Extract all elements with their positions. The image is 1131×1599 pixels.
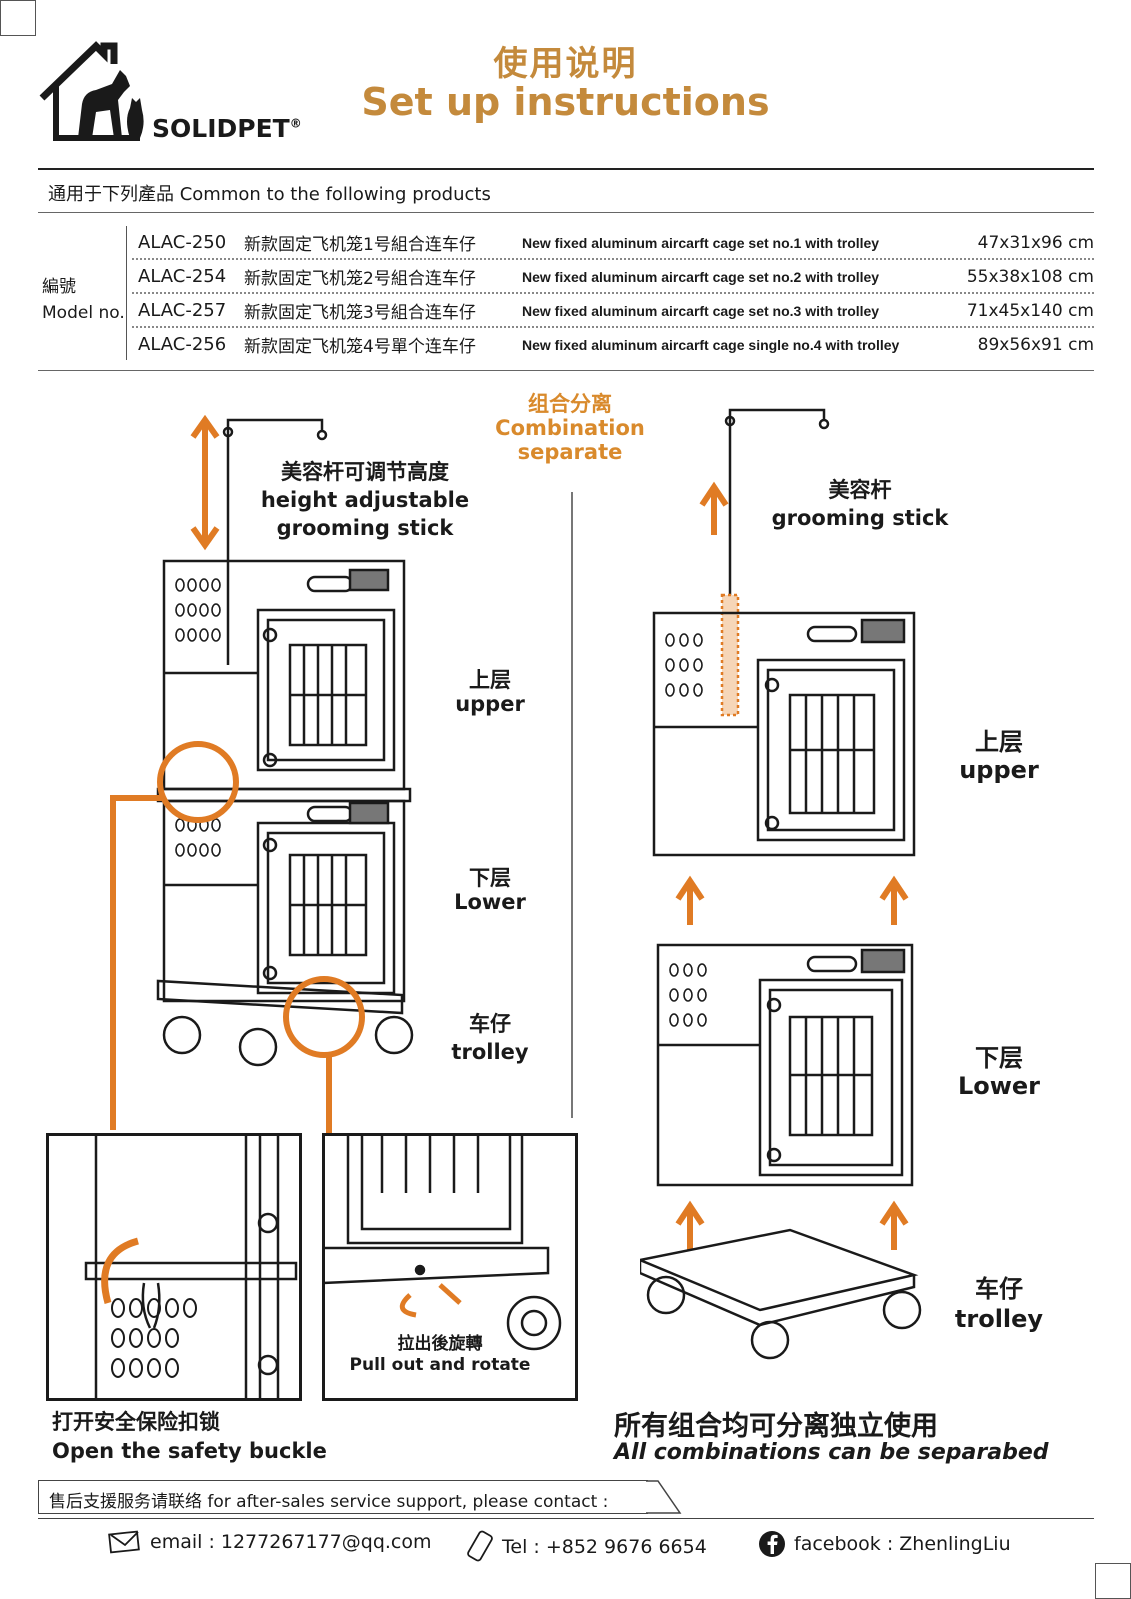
divider <box>38 1518 1094 1519</box>
product-name-en: New fixed aluminum aircarft cage set no.… <box>522 302 880 319</box>
contact-box-tab <box>646 1480 682 1514</box>
table-row: ALAC-250 新款固定飞机笼1号組合连车仔 New fixed alumin… <box>138 226 1094 259</box>
product-size: 89x56x91 cm <box>977 334 1094 355</box>
combination-separate-label: 组合分离 Combination separate <box>495 392 645 464</box>
product-name-zh: 新款固定飞机笼4号單个连车仔 <box>244 337 476 357</box>
divider <box>38 370 1094 371</box>
safety-buckle-detail <box>46 1133 302 1401</box>
row-separator <box>132 258 1094 260</box>
contact-heading: 售后支援服务请联络 for after-sales service suppor… <box>38 1480 648 1514</box>
product-size: 55x38x108 cm <box>966 266 1094 287</box>
callout-line <box>110 795 116 1130</box>
model-code: ALAC-254 <box>138 266 227 287</box>
page-title-zh: 使用说明 <box>493 44 638 84</box>
contact-facebook: facebook : ZhenlingLiu <box>758 1530 1011 1558</box>
row-separator <box>132 326 1094 328</box>
model-code: ALAC-256 <box>138 334 227 355</box>
separated-cage-illustration <box>640 408 922 1360</box>
product-size: 71x45x140 cm <box>966 300 1094 321</box>
product-name-en: New fixed aluminum aircarft cage single … <box>522 336 900 353</box>
email-value[interactable]: email : 1277267177@qq.com <box>150 1531 432 1553</box>
table-row: ALAC-254 新款固定飞机笼2号組合连车仔 New fixed alumin… <box>138 260 1094 293</box>
row-separator <box>132 292 1094 294</box>
divider <box>38 212 1094 213</box>
brand-name: SOLIDPET® <box>152 114 302 143</box>
corner-mark-top-left <box>0 0 36 36</box>
trolley-latch-detail <box>322 1133 578 1401</box>
divider <box>38 168 1094 170</box>
envelope-icon <box>108 1530 140 1554</box>
height-adjustable-stick-label: 美容杆可调节高度 height adjustable grooming stic… <box>260 460 470 540</box>
product-name-zh: 新款固定飞机笼3号組合连车仔 <box>244 303 476 323</box>
facebook-value[interactable]: facebook : ZhenlingLiu <box>794 1533 1011 1555</box>
table-divider <box>126 226 127 360</box>
product-name-en: New fixed aluminum aircarft cage set no.… <box>522 234 880 251</box>
all-combinations-caption-en: All combinations can be separabed <box>614 1440 1049 1465</box>
model-label: 編號 Model no. <box>42 277 125 323</box>
corner-mark-bottom-right <box>1095 1563 1131 1599</box>
product-name-en: New fixed aluminum aircarft cage set no.… <box>522 268 880 285</box>
solidpet-logo-icon <box>39 41 144 141</box>
products-heading: 通用于下列產品 Common to the following products <box>48 184 491 205</box>
all-combinations-caption-zh: 所有组合均可分离独立使用 <box>614 1411 938 1442</box>
phone-icon <box>467 1530 493 1562</box>
stacked-cage-illustration <box>156 415 414 1067</box>
center-divider <box>571 492 573 1118</box>
page-title-en: Set up instructions <box>361 80 770 124</box>
tel-value[interactable]: Tel : +852 9676 6654 <box>502 1536 707 1558</box>
product-size: 47x31x96 cm <box>977 232 1094 253</box>
table-row: ALAC-257 新款固定飞机笼3号組合连车仔 New fixed alumin… <box>138 294 1094 327</box>
model-code: ALAC-250 <box>138 232 227 253</box>
product-name-zh: 新款固定飞机笼1号組合连车仔 <box>244 235 476 255</box>
contact-tel: Tel : +852 9676 6654 <box>466 1530 707 1564</box>
model-code: ALAC-257 <box>138 300 227 321</box>
table-row: ALAC-256 新款固定飞机笼4号單个连车仔 New fixed alumin… <box>138 328 1094 361</box>
facebook-icon <box>759 1531 785 1557</box>
callout-line <box>110 795 162 801</box>
contact-email: email : 1277267177@qq.com <box>108 1530 432 1554</box>
callout-line <box>326 1053 332 1133</box>
product-name-zh: 新款固定飞机笼2号組合连车仔 <box>244 269 476 289</box>
